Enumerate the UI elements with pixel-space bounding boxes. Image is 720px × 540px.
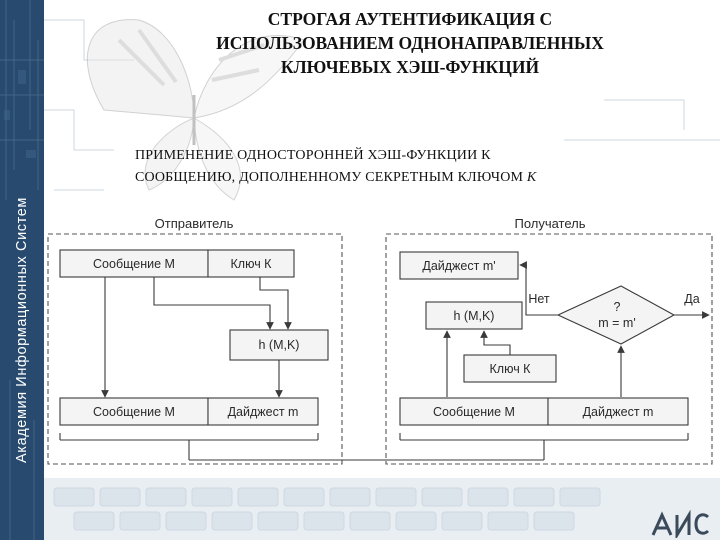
decision-expression: m = m'	[598, 316, 635, 330]
slide-subtitle: ПРИМЕНЕНИЕ ОДНОСТОРОННЕЙ ХЭШ-ФУНКЦИИ К С…	[135, 145, 715, 189]
receiver-panel: Получатель Дайджест m' h (M,K) Ключ К ? …	[385, 215, 713, 465]
arrow	[519, 261, 558, 316]
receiver-in-message-label: Сообщение М	[433, 405, 515, 419]
hmac-diagram: Отправитель Сообщение М Ключ К h (M,K) С…	[47, 215, 713, 465]
arrow	[153, 277, 274, 330]
sender-label: Отправитель	[155, 216, 234, 231]
sender-out-message-box	[59, 397, 209, 426]
title-line: ИСПОЛЬЗОВАНИЕМ ОДНОНАПРАВЛЕННЫХ	[216, 33, 604, 53]
arrow	[480, 330, 511, 355]
sender-hash-box	[229, 329, 329, 361]
receiver-key-label: Ключ К	[490, 362, 532, 376]
receiver-digest-top-label: Дайджест m'	[422, 259, 495, 273]
receiver-key-box	[463, 354, 557, 383]
sender-out-message-label: Сообщение М	[93, 405, 175, 419]
side-pattern	[0, 0, 44, 540]
branch-yes-label: Да	[684, 292, 699, 306]
branch-no-label: Нет	[528, 292, 550, 306]
sender-out-digest-label: Дайджест m	[228, 405, 299, 419]
title-line: КЛЮЧЕВЫХ ХЭШ-ФУНКЦИЙ	[280, 57, 540, 77]
header-decoration	[44, 19, 720, 201]
receiver-in-message-box	[399, 397, 549, 426]
receiver-in-digest-label: Дайджест m	[583, 405, 654, 419]
sender-message-label: Сообщение М	[93, 257, 175, 271]
title-line: СТРОГАЯ АУТЕНТИФИКАЦИЯ С	[267, 9, 553, 29]
bottom-decoration	[44, 478, 720, 540]
sender-key-label: Ключ К	[231, 257, 273, 271]
arrow	[259, 277, 292, 330]
receiver-label: Получатель	[514, 216, 585, 231]
receiver-hash-label: h (M,K)	[454, 309, 495, 323]
side-label: Академия Информационных Систем	[14, 197, 30, 463]
decision-question: ?	[614, 300, 621, 314]
sender-panel: Отправитель Сообщение М Ключ К h (M,K) С…	[47, 215, 343, 465]
sender-hash-label: h (M,K)	[259, 338, 300, 352]
subtitle-line-2: СООБЩЕНИЮ, ДОПОЛНЕННОМУ СЕКРЕТНЫМ КЛЮЧОМ…	[135, 170, 537, 185]
subtitle-line-1: ПРИМЕНЕНИЕ ОДНОСТОРОННЕЙ ХЭШ-ФУНКЦИИ К	[135, 148, 491, 163]
receiver-hash-box	[425, 301, 523, 330]
side-band	[0, 0, 44, 540]
butterfly-icon	[86, 19, 305, 201]
decision-diamond	[556, 285, 676, 345]
sender-out-digest-box	[207, 397, 319, 426]
ais-logo-icon	[651, 510, 710, 538]
slide-title: СТРОГАЯ АУТЕНТИФИКАЦИЯ С ИСПОЛЬЗОВАНИЕМ …	[150, 7, 670, 79]
key-symbol: K	[526, 170, 537, 185]
receiver-digest-top-box	[399, 251, 519, 280]
receiver-in-digest-box	[547, 397, 689, 426]
transfer-bracket	[59, 433, 689, 461]
sender-key-box	[207, 249, 295, 278]
